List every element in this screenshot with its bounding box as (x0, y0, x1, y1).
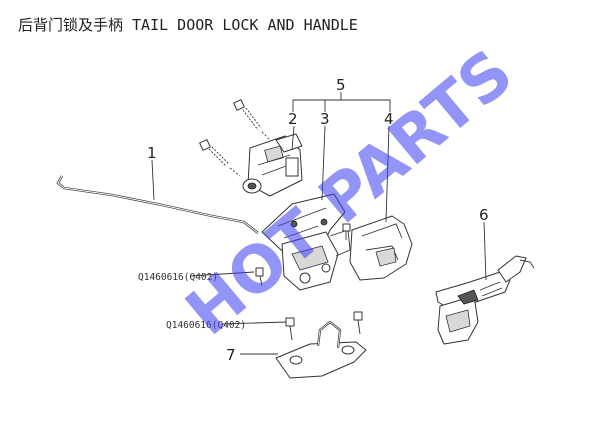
callout-4: 4 (384, 110, 394, 128)
lock-actuator-part (242, 133, 303, 197)
control-rod-part (56, 175, 259, 234)
callout-6: 6 (479, 206, 489, 224)
diagram-title: 后背门锁及手柄 TAIL DOOR LOCK AND HANDLE (18, 16, 358, 34)
lock-cover-part (349, 215, 413, 281)
part-number-lock-bolt: Q1460616(Q402) (138, 272, 218, 283)
callout-2: 2 (288, 110, 298, 128)
callout-3: 3 (320, 110, 330, 128)
callout-7: 7 (226, 346, 236, 364)
striker-part (275, 320, 367, 379)
callout-5: 5 (336, 76, 346, 94)
lock-mount-bolt (255, 267, 264, 287)
part-number-striker-bolt: Q1460616(Q402) (166, 320, 246, 331)
lock-body-bolt (342, 223, 351, 240)
callout-1: 1 (147, 144, 157, 162)
actuator-bolt-lower (199, 139, 241, 177)
actuator-bolt-upper (233, 99, 271, 141)
striker-bolt-left (285, 317, 295, 341)
striker-bolt-right (353, 311, 363, 335)
tail-door-handle-part (435, 255, 535, 345)
callout-leaders (151, 92, 487, 355)
lock-body-part (261, 193, 351, 291)
